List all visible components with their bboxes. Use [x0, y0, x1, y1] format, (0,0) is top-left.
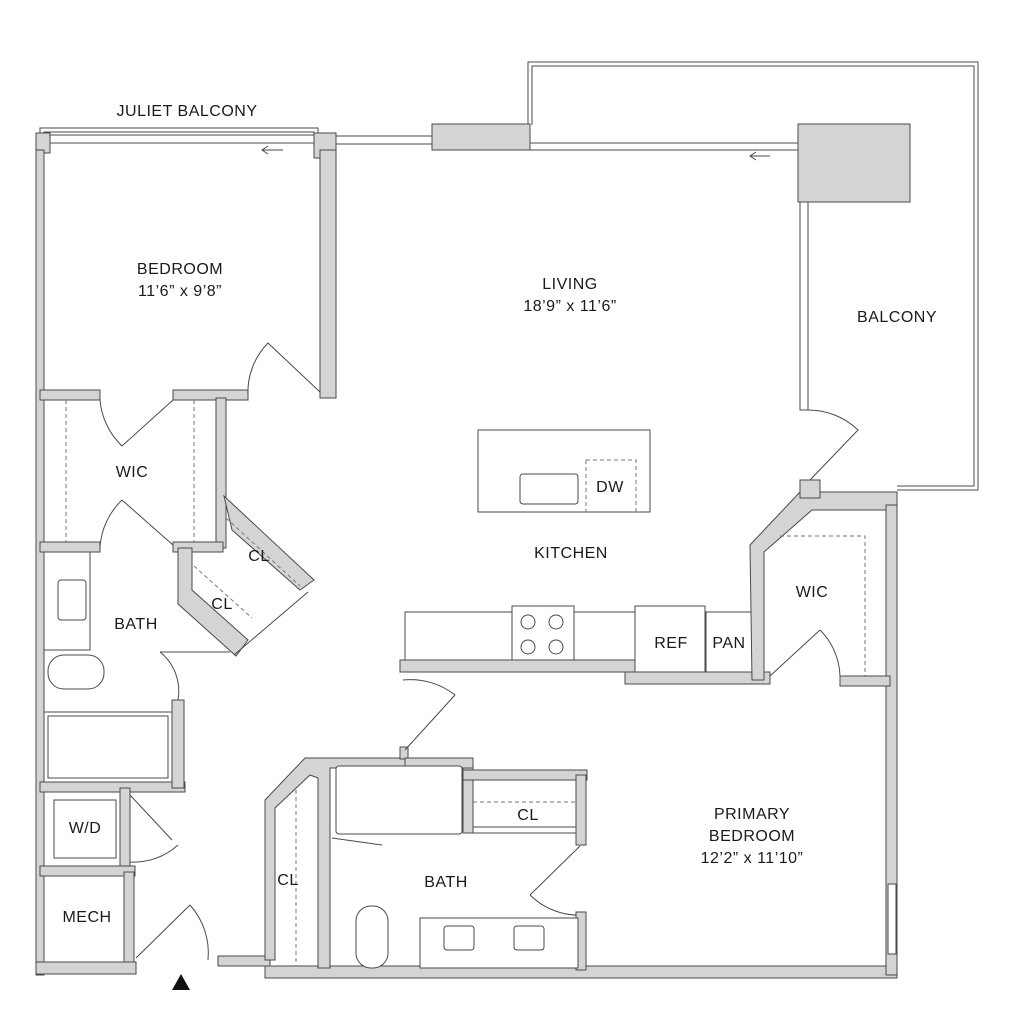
arrow-icon — [749, 151, 770, 161]
wall — [35, 149, 45, 976]
wall — [39, 865, 136, 877]
toilet — [355, 905, 389, 969]
wall — [797, 123, 911, 203]
wall — [575, 774, 587, 846]
wall — [172, 389, 249, 401]
dw-label: DW — [596, 479, 624, 496]
washer-dryer — [53, 799, 117, 859]
door-swing — [99, 499, 174, 548]
shelf-line — [193, 517, 301, 619]
room-name: PRIMARY — [713, 806, 791, 823]
cl-hall-label: CL — [277, 872, 299, 889]
refrigerator — [634, 605, 706, 675]
island-sink — [519, 473, 579, 505]
wall — [35, 961, 137, 975]
window — [43, 134, 321, 144]
bath-primary-label: BATH — [424, 874, 468, 891]
balcony-label: BALCONY — [857, 309, 937, 326]
mech-label: MECH — [62, 909, 112, 926]
wall — [39, 541, 101, 553]
arrow-icon — [261, 145, 283, 155]
cl-lower-label: CL — [211, 596, 233, 613]
closet-door — [472, 826, 577, 834]
window — [529, 142, 799, 151]
door-swing — [529, 845, 586, 916]
kitchen-label: KITCHEN — [534, 545, 608, 562]
primary-bedroom-label: PRIMARY BEDROOM 12’2” x 11’10” — [701, 804, 804, 870]
pantry — [705, 611, 753, 675]
wall — [431, 123, 531, 151]
living-label: LIVING 18’9” x 11’6” — [523, 274, 616, 318]
room-name-2: BEDROOM — [708, 828, 796, 845]
wic-right-label: WIC — [795, 584, 829, 601]
shelf-line — [780, 535, 866, 676]
juliet-balcony-rail — [39, 127, 319, 135]
wall — [749, 491, 898, 681]
window — [887, 883, 897, 955]
door-swing — [135, 904, 209, 961]
room-size: 18’9” x 11’6” — [523, 298, 617, 315]
sink — [443, 925, 475, 951]
room-size: 11’6” x 9’8” — [138, 283, 222, 300]
window — [335, 135, 433, 145]
wall — [839, 675, 891, 687]
room-name: LIVING — [542, 276, 598, 293]
door-swing — [129, 794, 179, 863]
wall — [217, 955, 271, 967]
wall — [624, 671, 771, 685]
wd-label: W/D — [68, 820, 102, 837]
dishwasher-outline — [585, 459, 637, 512]
door-swing — [159, 651, 230, 701]
juliet-balcony-label: JULIET BALCONY — [116, 103, 258, 120]
bathtub-inner — [47, 715, 169, 779]
wall — [885, 504, 898, 976]
door-swing — [807, 409, 859, 481]
room-size: 12’2” x 11’10” — [700, 850, 804, 867]
sink — [513, 925, 545, 951]
toilet — [47, 654, 105, 690]
window — [799, 201, 809, 411]
cl-primary-label: CL — [517, 807, 539, 824]
ref-label: REF — [654, 635, 688, 652]
wall — [215, 397, 227, 549]
wall — [399, 659, 636, 673]
bedroom-label: BEDROOM 11’6” x 9’8” — [137, 259, 223, 303]
entry-marker-icon — [172, 974, 190, 990]
wall — [462, 769, 588, 781]
wic-left-label: WIC — [115, 464, 149, 481]
room-name: BEDROOM — [136, 261, 224, 278]
door-swing — [402, 679, 456, 751]
wall — [172, 541, 224, 553]
pan-label: PAN — [712, 635, 746, 652]
wall — [319, 149, 337, 399]
shower-door — [331, 837, 383, 846]
shower — [335, 765, 463, 835]
door-swing — [769, 629, 841, 677]
wall — [171, 699, 185, 789]
range — [511, 605, 575, 661]
cl-upper-label: CL — [248, 548, 270, 565]
door-swing — [99, 399, 174, 447]
shelf-line — [65, 400, 195, 545]
wall — [177, 547, 249, 657]
burners — [520, 614, 564, 655]
wall — [123, 871, 135, 969]
wall — [39, 781, 186, 793]
wall — [799, 479, 821, 499]
closet-door — [233, 591, 309, 656]
wall — [399, 746, 409, 760]
wall — [462, 767, 474, 834]
door-swing — [247, 342, 321, 396]
bath-left-label: BATH — [114, 616, 158, 633]
vanity — [44, 551, 91, 651]
balcony-outline — [527, 61, 979, 491]
wall — [119, 787, 131, 869]
wall — [223, 494, 315, 591]
vanity-sink — [57, 579, 87, 621]
wall — [39, 389, 101, 401]
